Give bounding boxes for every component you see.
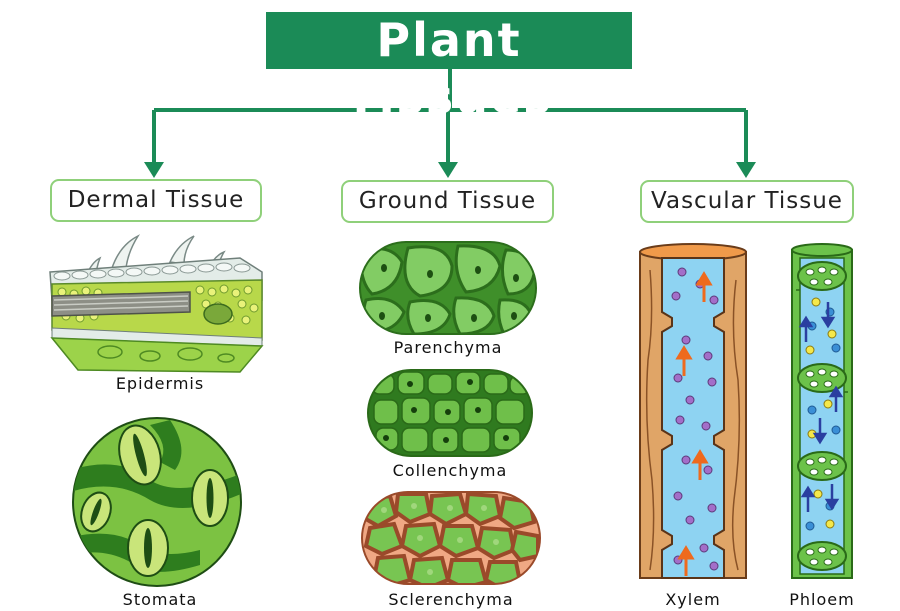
label-parenchyma: Parenchyma xyxy=(393,338,503,357)
label-xylem: Xylem xyxy=(665,590,721,609)
category-dermal-tissue: Dermal Tissue xyxy=(50,179,262,222)
category-vascular-tissue: Vascular Tissue xyxy=(640,180,854,223)
label-collenchyma: Collenchyma xyxy=(392,461,508,480)
category-ground-tissue: Ground Tissue xyxy=(341,180,554,223)
label-phloem: Phloem xyxy=(789,590,855,609)
page-title: Plant Tissues xyxy=(266,12,632,124)
label-stomata: Stomata xyxy=(122,590,198,609)
label-sclerenchyma: Sclerenchyma xyxy=(388,590,514,609)
label-epidermis: Epidermis xyxy=(115,374,205,393)
